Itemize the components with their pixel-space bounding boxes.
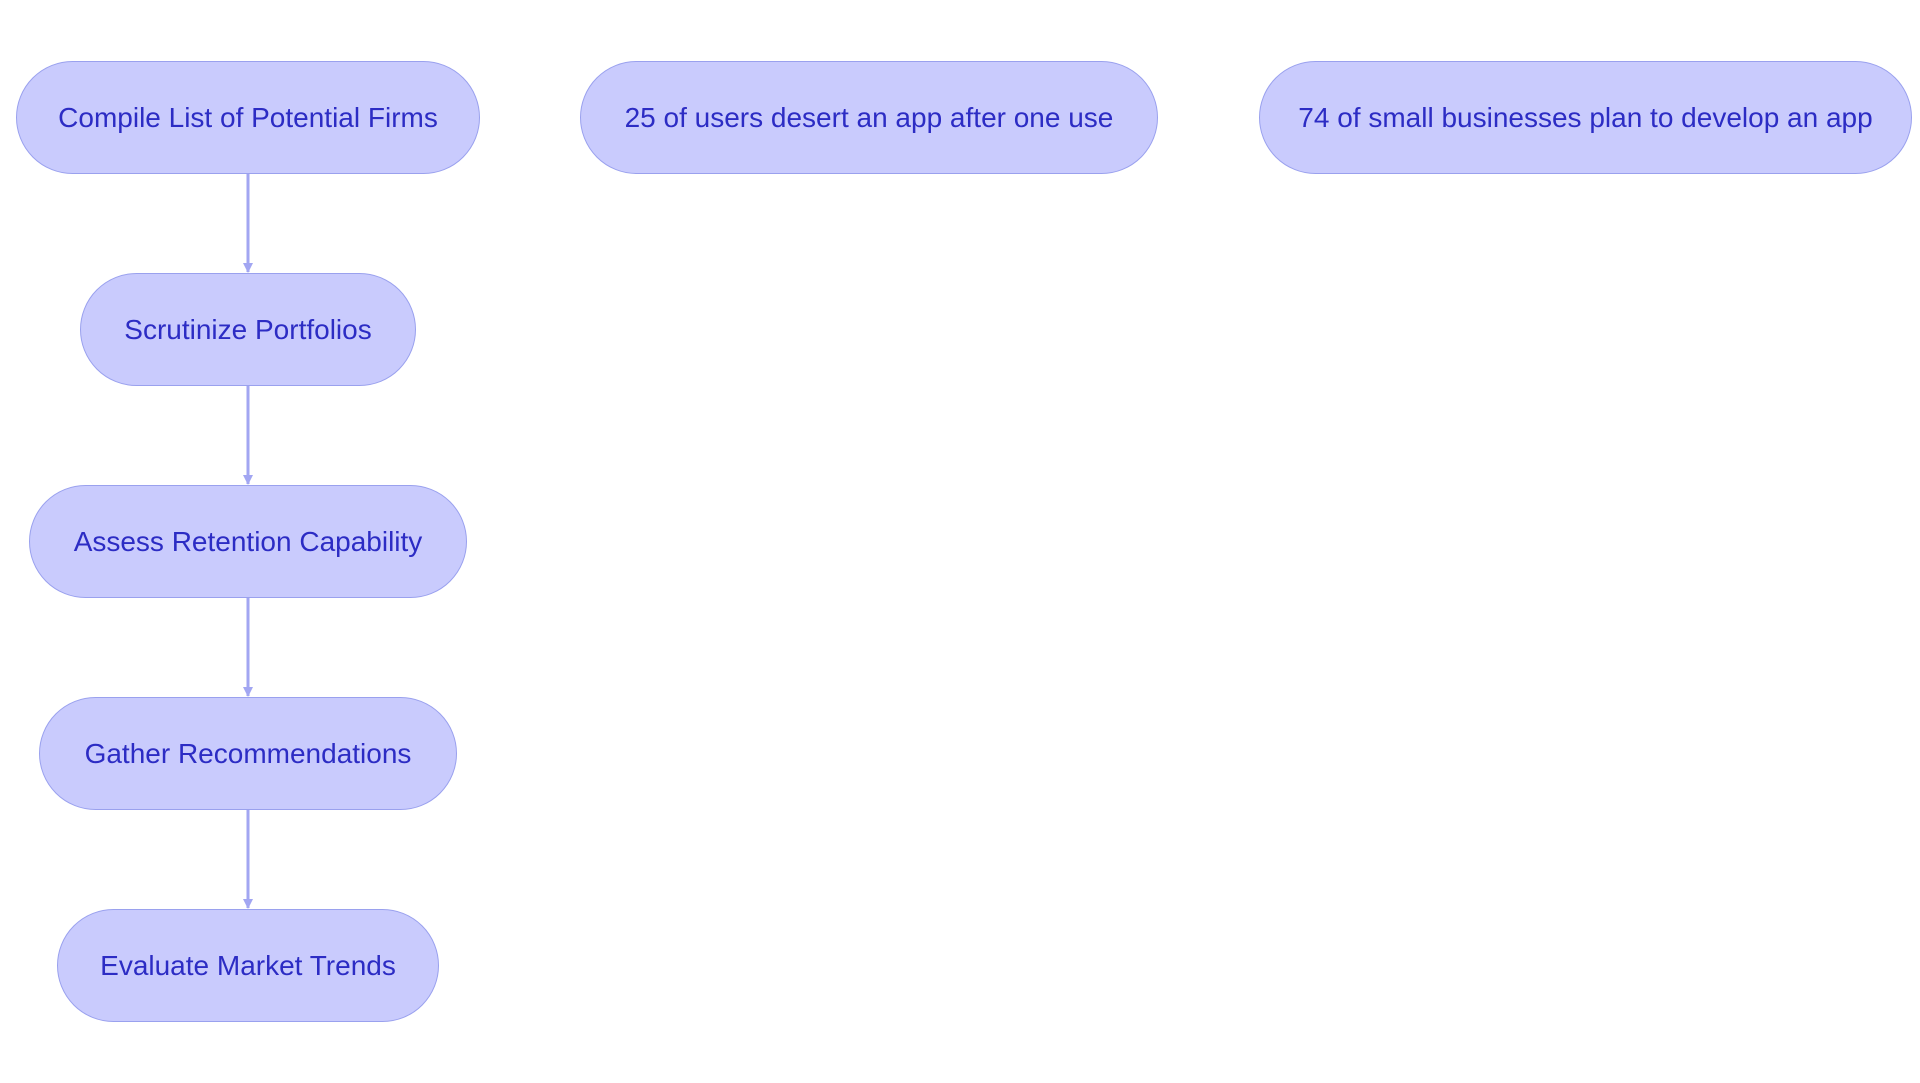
node-label: 25 of users desert an app after one use [624,101,1114,133]
node-assess-retention-capability: Assess Retention Capability [29,485,467,598]
node-label: 74 of small businesses plan to develop a… [1298,101,1873,133]
node-label: Compile List of Potential Firms [58,101,438,133]
node-evaluate-market-trends: Evaluate Market Trends [57,909,439,1022]
node-gather-recommendations: Gather Recommendations [39,697,457,810]
node-stat-small-businesses-develop-app: 74 of small businesses plan to develop a… [1259,61,1912,174]
node-label: Gather Recommendations [84,737,412,769]
node-compile-list-of-potential-firms: Compile List of Potential Firms [16,61,480,174]
node-scrutinize-portfolios: Scrutinize Portfolios [80,273,416,386]
node-label: Evaluate Market Trends [100,949,396,981]
node-label: Scrutinize Portfolios [124,313,372,345]
node-stat-users-desert-app: 25 of users desert an app after one use [580,61,1158,174]
node-label: Assess Retention Capability [73,525,423,557]
